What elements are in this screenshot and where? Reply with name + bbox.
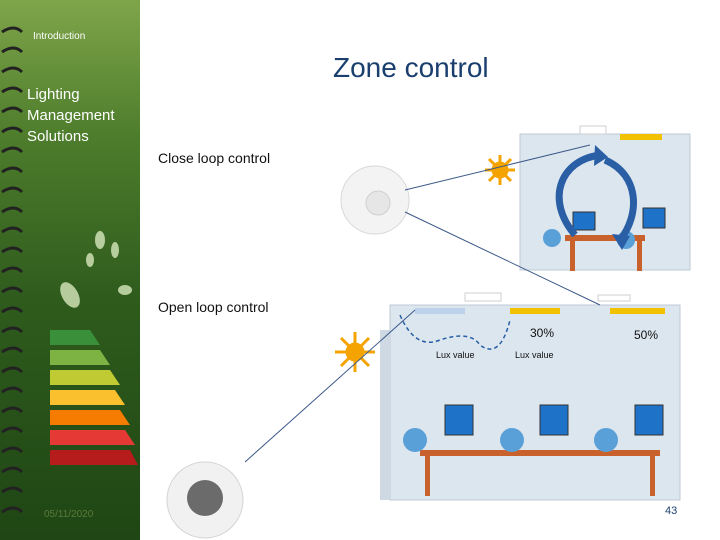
dim-level-left: 30% [530,326,554,340]
lux-value-right: Lux value [515,350,554,360]
page-number: 43 [665,505,677,517]
sensor-icon [341,166,409,234]
sun-icon [485,155,515,185]
sensor-icon [167,462,243,538]
close-loop-room [520,126,690,271]
dim-level-right: 50% [634,328,658,342]
sun-icon [335,332,375,372]
open-loop-room [380,293,680,500]
lux-value-left: Lux value [436,350,475,360]
